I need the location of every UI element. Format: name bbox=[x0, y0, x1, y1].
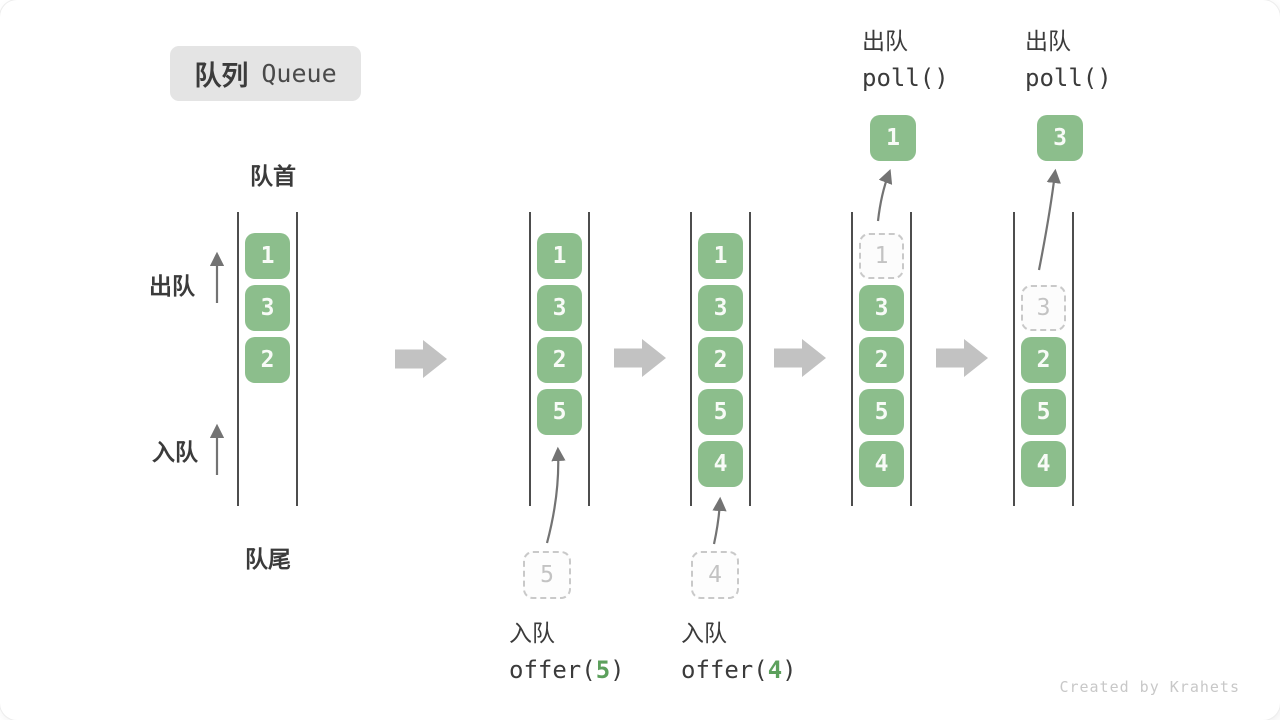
op-label-enqueue-4: 入队 offer(4) bbox=[681, 618, 797, 685]
title-zh: 队列 bbox=[194, 61, 249, 91]
pending-enqueue-box: 4 bbox=[691, 551, 739, 599]
label-queue-rear: 队尾 bbox=[245, 546, 291, 572]
queue-box: 3 bbox=[859, 285, 904, 331]
label-dequeue-side: 出队 bbox=[149, 273, 195, 299]
op-label-poll-3: 出队 poll() bbox=[1025, 26, 1112, 93]
op-code: poll() bbox=[862, 64, 949, 92]
queue-box: 2 bbox=[1021, 337, 1066, 383]
queue-box: 5 bbox=[1021, 389, 1066, 435]
queue-column-2: 1 3 2 5 bbox=[529, 212, 590, 506]
popped-box: 1 bbox=[870, 115, 916, 161]
queue-box: 3 bbox=[537, 285, 582, 331]
label-enqueue-side: 入队 bbox=[152, 439, 198, 465]
queue-box: 1 bbox=[245, 233, 290, 279]
step-arrow-icon bbox=[614, 339, 666, 377]
queue-box: 1 bbox=[537, 233, 582, 279]
queue-box-removed: 3 bbox=[1021, 285, 1066, 331]
step-arrow-icon bbox=[936, 339, 988, 377]
queue-box: 2 bbox=[245, 337, 290, 383]
queue-box: 4 bbox=[859, 441, 904, 487]
op-label-poll-1: 出队 poll() bbox=[862, 26, 949, 93]
queue-box: 4 bbox=[1021, 441, 1066, 487]
popped-box: 3 bbox=[1037, 115, 1083, 161]
title-en: Queue bbox=[261, 59, 337, 88]
queue-box-removed: 1 bbox=[859, 233, 904, 279]
footer-credit: Created by Krahets bbox=[1059, 678, 1240, 696]
queue-box: 1 bbox=[698, 233, 743, 279]
op-fn-open: offer( bbox=[681, 656, 768, 684]
op-fn-open: offer( bbox=[509, 656, 596, 684]
op-code: poll() bbox=[1025, 64, 1112, 92]
op-arg: 4 bbox=[767, 656, 783, 684]
label-queue-front: 队首 bbox=[250, 163, 296, 189]
op-fn-close: ) bbox=[610, 656, 625, 684]
op-action: 出队 bbox=[862, 28, 908, 54]
queue-column-1: 1 3 2 bbox=[237, 212, 298, 506]
op-code: offer(5) bbox=[509, 655, 625, 685]
queue-box: 5 bbox=[859, 389, 904, 435]
op-action: 入队 bbox=[681, 620, 727, 646]
queue-box: 3 bbox=[245, 285, 290, 331]
queue-column-5: 3 2 5 4 bbox=[1013, 212, 1074, 506]
queue-box: 3 bbox=[698, 285, 743, 331]
op-fn-close: ) bbox=[782, 656, 797, 684]
step-arrow-icon bbox=[395, 340, 447, 378]
op-action: 出队 bbox=[1025, 28, 1071, 54]
queue-box: 2 bbox=[698, 337, 743, 383]
pending-enqueue-box: 5 bbox=[523, 551, 571, 599]
queue-box: 2 bbox=[859, 337, 904, 383]
queue-column-3: 1 3 2 5 4 bbox=[690, 212, 751, 506]
queue-box: 2 bbox=[537, 337, 582, 383]
op-code: offer(4) bbox=[681, 655, 797, 685]
queue-box: 5 bbox=[537, 389, 582, 435]
queue-box: 4 bbox=[698, 441, 743, 487]
op-action: 入队 bbox=[509, 620, 555, 646]
queue-column-4: 1 3 2 5 4 bbox=[851, 212, 912, 506]
op-arg: 5 bbox=[595, 656, 611, 684]
step-arrow-icon bbox=[774, 339, 826, 377]
enqueue-4-arrow-icon bbox=[712, 496, 727, 545]
queue-box: 5 bbox=[698, 389, 743, 435]
title-badge: 队列 Queue bbox=[170, 46, 361, 101]
op-label-enqueue-5: 入队 offer(5) bbox=[509, 618, 625, 685]
